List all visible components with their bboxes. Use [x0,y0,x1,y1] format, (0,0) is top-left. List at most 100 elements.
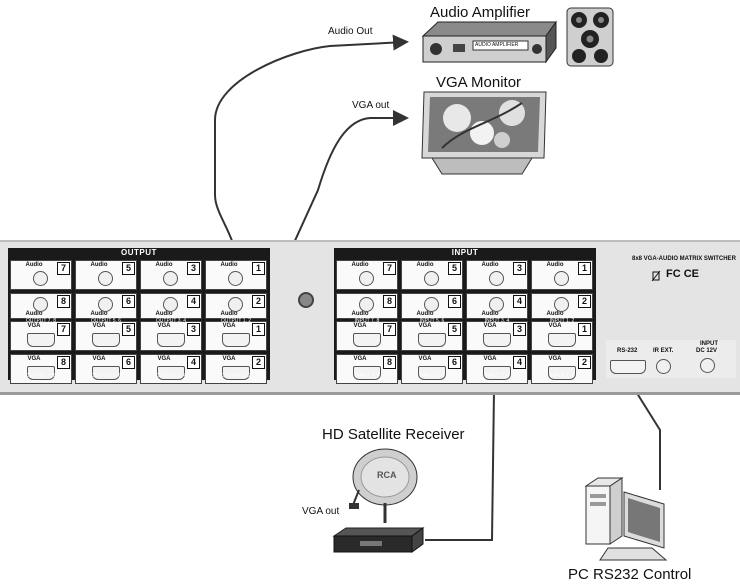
vga-connector[interactable] [483,333,511,347]
rca-jack[interactable] [163,271,178,286]
output-audio-group-label: OUTPUT 3, 4 [155,318,187,324]
receiver-cable [425,368,503,541]
output-vga-group-label: OUTPUT 7, 8 [25,373,57,379]
port-type-label: VGA [548,356,562,362]
rca-jack[interactable] [163,297,178,312]
mount-hole [298,292,314,308]
power-dc-label: DC 12V [696,348,718,354]
vga-connector[interactable] [222,333,250,347]
port-type-label: Audio [90,262,108,268]
port-type-label: VGA [27,356,41,362]
audio-amplifier-label: Audio Amplifier [430,4,531,21]
pc-control-label: PC RS232 Control [568,566,692,583]
port-number: 8 [383,295,396,308]
rca-jack[interactable] [228,271,243,286]
port-type-label: Audio [90,311,108,317]
vga-connector[interactable] [483,366,511,380]
rca-jack[interactable] [424,297,439,312]
vga-connector[interactable] [92,333,120,347]
port-number: 5 [448,262,461,275]
vga-connector[interactable] [27,333,55,347]
input-audio-group-label: INPUT 3, 4 [484,318,510,324]
port-number: 3 [187,323,200,336]
port-number: 2 [252,295,265,308]
port-number: 1 [578,323,591,336]
port-type-label: Audio [481,311,499,317]
vga-connector[interactable] [353,333,381,347]
vga-connector[interactable] [27,366,55,380]
port-number: 5 [122,323,135,336]
rca-jack[interactable] [554,271,569,286]
port-number: 4 [187,356,200,369]
pc-image [584,477,668,561]
port-number: 1 [252,262,265,275]
hd-receiver-label: HD Satellite Receiver [322,426,465,443]
output-audio-port-7: Audio 7 [10,260,72,290]
output-title: OUTPUT [121,248,157,257]
rca-jack[interactable] [554,297,569,312]
rca-jack[interactable] [359,271,374,286]
port-type-label: Audio [220,262,238,268]
rs232-port[interactable] [610,360,646,374]
rca-jack[interactable] [424,271,439,286]
port-type-label: Audio [25,311,43,317]
port-type-label: VGA [353,356,367,362]
port-number: 2 [578,356,591,369]
vga-connector[interactable] [157,366,185,380]
audio-out-label: Audio Out [328,26,373,37]
port-number: 6 [122,356,135,369]
port-number: 3 [513,323,526,336]
rca-jack[interactable] [98,297,113,312]
input-vga-group-label: INPUT 3, 4 [484,373,510,379]
vga-connector[interactable] [92,366,120,380]
rca-jack[interactable] [33,297,48,312]
vga-connector[interactable] [353,366,381,380]
output-audio-port-1: Audio 1 [205,260,267,290]
rca-jack[interactable] [228,297,243,312]
vga-connector[interactable] [418,333,446,347]
rca-jack[interactable] [489,271,504,286]
cert-label: FC CE [666,268,699,280]
vga-connector[interactable] [548,366,576,380]
vga-connector[interactable] [222,366,250,380]
rca-jack[interactable] [489,297,504,312]
vga-monitor-label: VGA Monitor [436,74,522,91]
vga-connector[interactable] [548,333,576,347]
ir-ext-jack[interactable] [656,359,671,374]
port-number: 7 [57,262,70,275]
port-number: 2 [252,356,265,369]
output-vga-group-label: OUTPUT 1, 2 [220,373,252,379]
rca-jack[interactable] [98,271,113,286]
monitor-image [421,91,547,175]
rs232-label: RS-232 [617,348,638,354]
port-type-label: Audio [25,262,43,268]
input-audio-group-label: INPUT 1, 2 [549,318,575,324]
port-number: 1 [252,323,265,336]
vga-connector[interactable] [418,366,446,380]
port-number: 4 [513,356,526,369]
dish-brand: RCA [377,470,397,480]
power-jack[interactable] [700,358,715,373]
input-title: INPUT [451,248,479,257]
rca-jack[interactable] [359,297,374,312]
vga-connector[interactable] [157,333,185,347]
rca-jack[interactable] [33,271,48,286]
